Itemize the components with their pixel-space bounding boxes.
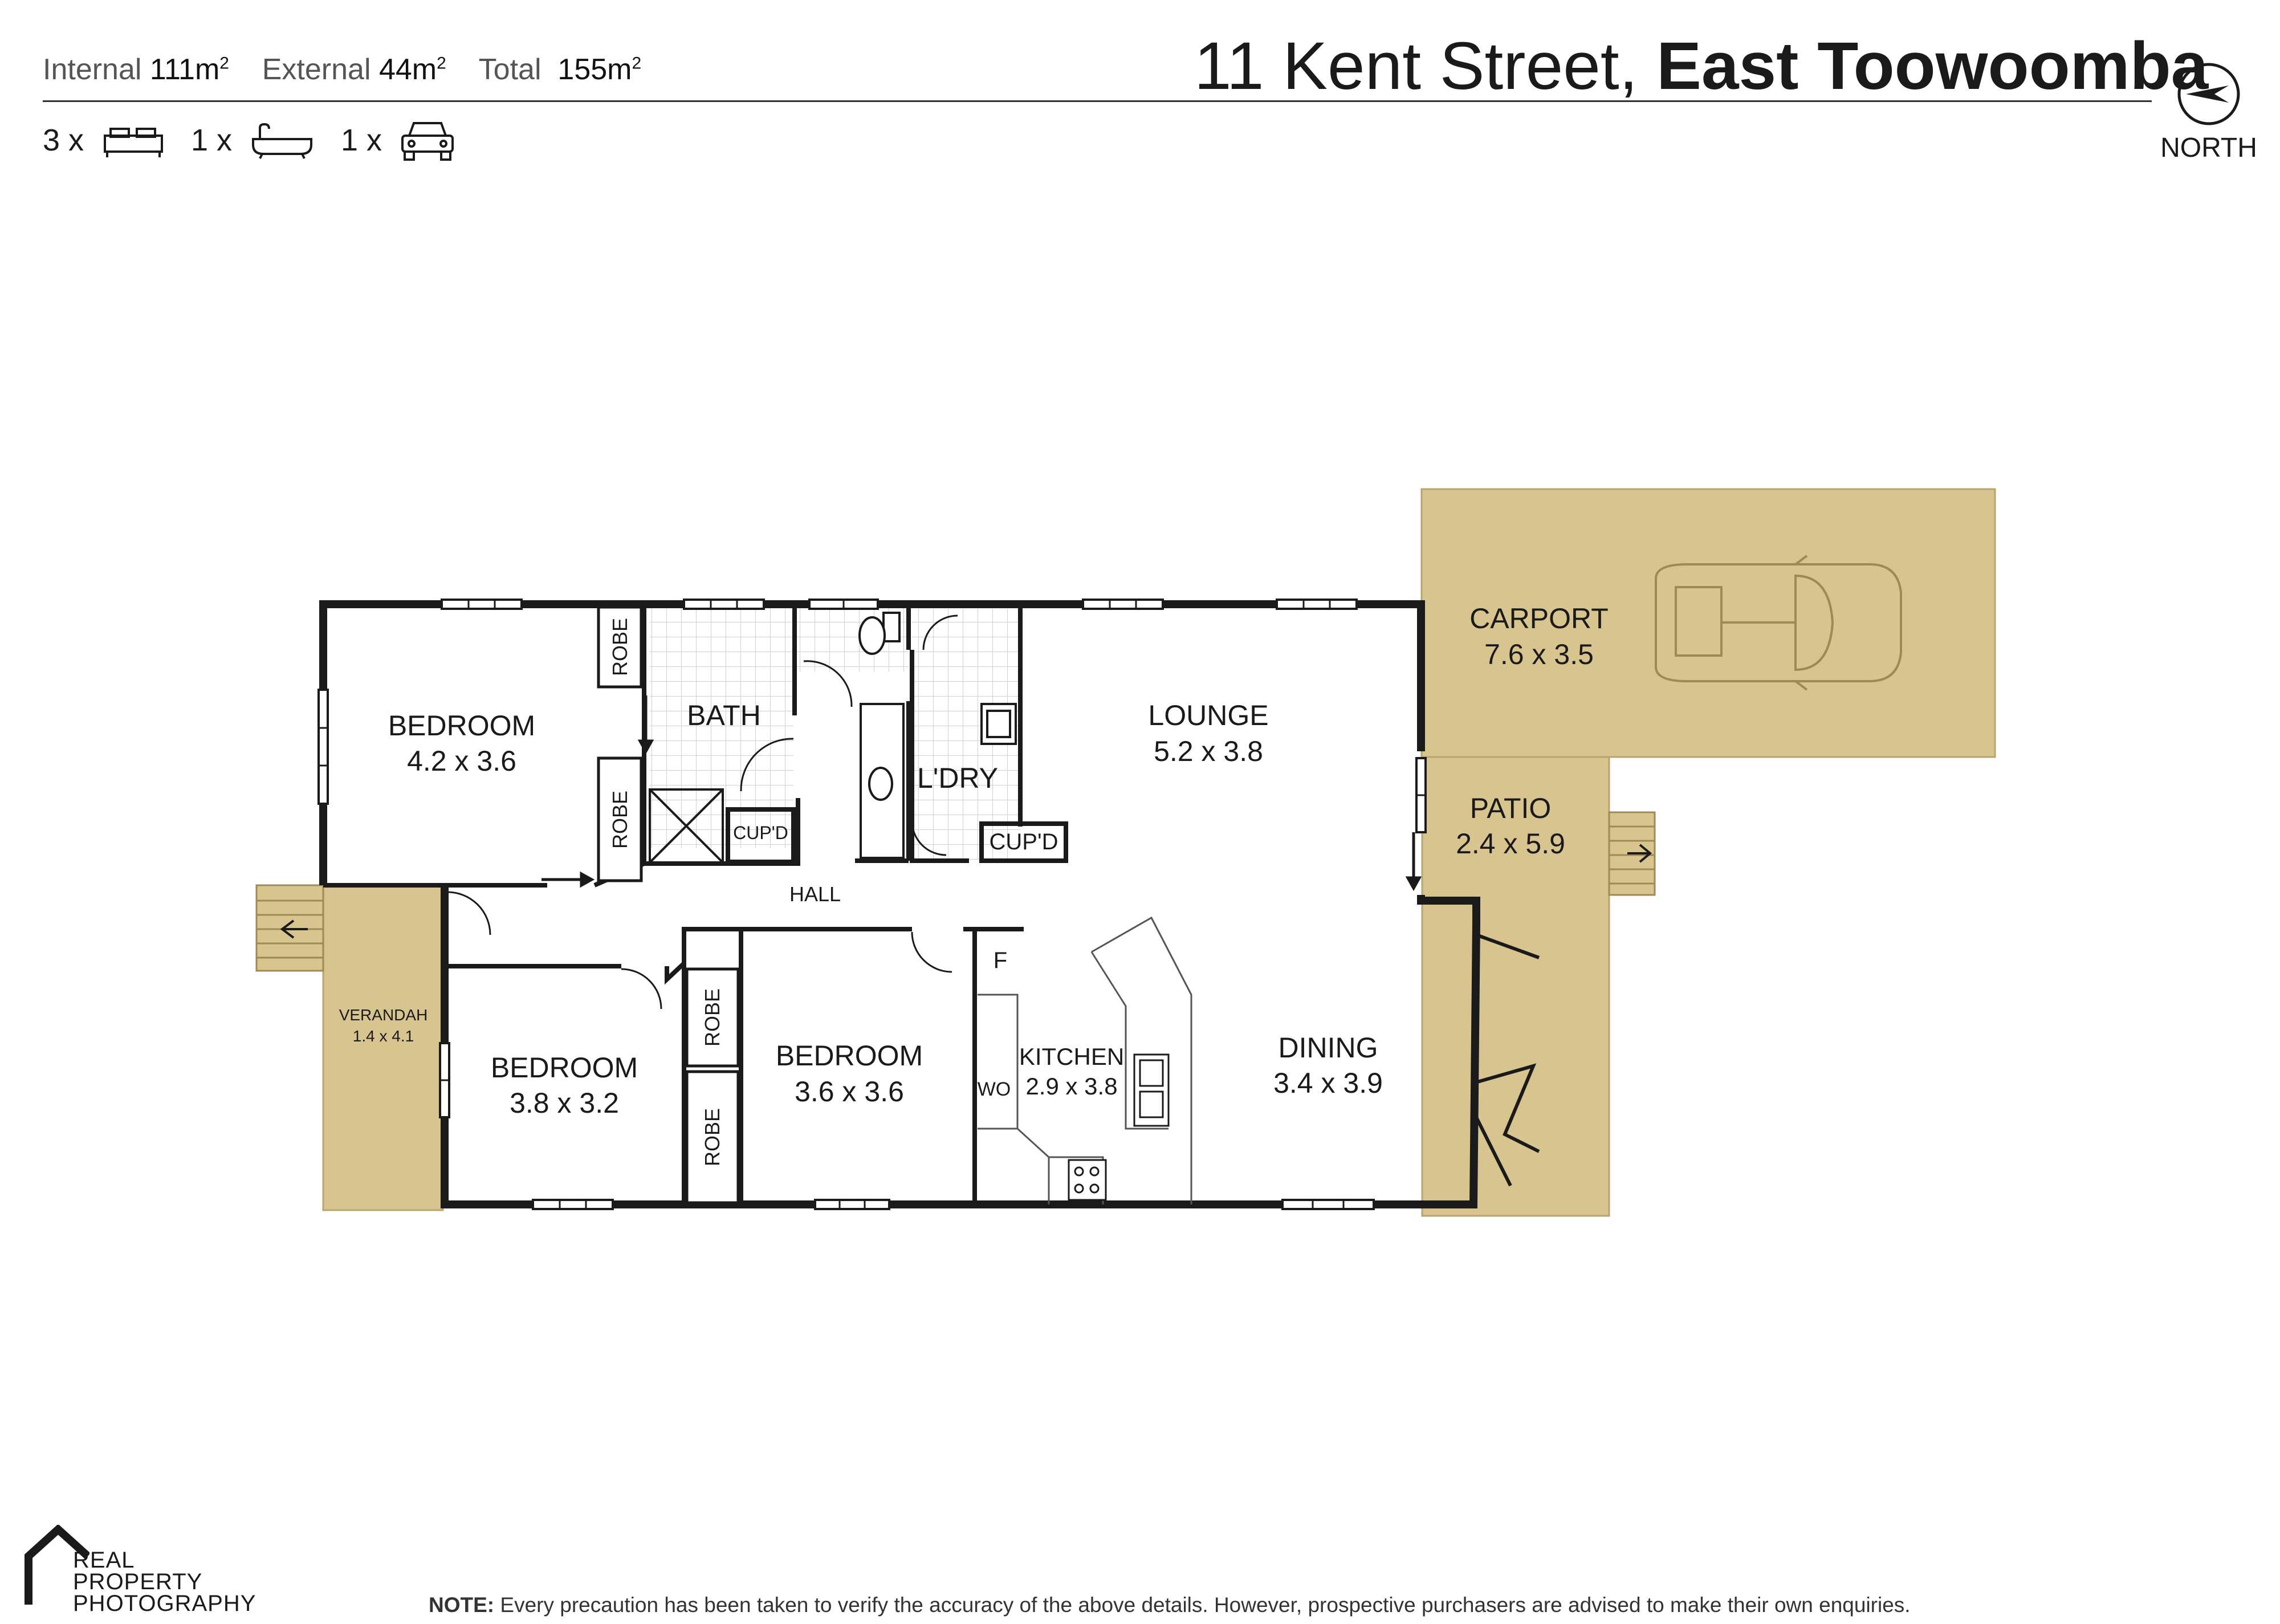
cupd-label-1: CUP'D [733,823,788,843]
kitchen-benches [978,916,1192,1204]
total-value: 155m2 [557,53,642,86]
wall-oven-label: WO [977,1078,1011,1100]
address-title: 11 Kent Street, East Toowoomba [1194,27,2208,105]
compass-icon [2177,63,2240,125]
shower [649,788,724,864]
robe-label-2: ROBE [608,790,632,849]
brand-line-3: PHOTOGRAPHY [73,1591,256,1616]
kitchen-dim: 2.9 x 3.8 [1025,1073,1118,1100]
hall-name: HALL [789,882,841,906]
disclaimer-label: NOTE: [429,1593,495,1617]
patio-dim: 2.4 x 5.9 [1456,828,1565,860]
robe-label-4: ROBE [701,1108,724,1167]
bedroom1-name: BEDROOM [388,710,536,742]
brand-line-1: REAL [73,1548,135,1573]
verandah-name: VERANDAH [339,1006,428,1024]
address-suburb: East Toowoomba [1656,29,2209,104]
external-value: 44m2 [378,53,446,86]
patio-area [1421,756,1610,1217]
patio-name: PATIO [1469,792,1552,824]
robe-label-3: ROBE [701,988,724,1047]
interior-walls [323,604,1068,1204]
disclaimer: NOTE: Every precaution has been taken to… [429,1593,1911,1617]
address-street: 11 Kent Street, [1194,29,1638,104]
header-rule [43,100,2152,102]
external-label: External [262,53,371,86]
brand-line-2: PROPERTY [73,1569,203,1594]
bath-count: 1 x [191,123,233,157]
lounge-dim: 5.2 x 3.8 [1154,735,1263,767]
kitchen-name: KITCHEN [1019,1043,1125,1070]
cupd-label-2: CUP'D [989,829,1058,854]
lounge-name: LOUNGE [1148,699,1269,731]
area-summary: Internal 111m2 External 44m2 Total 155m2 [43,52,641,87]
bath-name: BATH [687,699,761,731]
bifold-doors [1472,933,1540,1187]
disclaimer-text: Every precaution has been taken to verif… [500,1593,1911,1617]
bedroom2-name: BEDROOM [490,1052,638,1084]
doors [446,614,958,1010]
carport-area [1420,488,1996,758]
brand-house-icon [25,1525,89,1605]
carport-name: CARPORT [1469,603,1609,634]
feature-counts: 3 x [43,123,84,158]
total-label: Total [478,53,542,86]
cooktop [1068,1159,1107,1201]
bed-icon [104,128,163,157]
robe-label-1: ROBE [608,617,632,677]
fridge-label: F [993,948,1008,973]
dining-name: DINING [1278,1032,1378,1064]
dining-dim: 3.4 x 3.9 [1273,1067,1383,1099]
bedroom3-name: BEDROOM [775,1040,923,1072]
robes [597,605,740,1204]
car-icon [401,122,454,161]
window-mullions [319,600,1426,1209]
car-top-view-icon [1655,555,1902,691]
internal-label: Internal [43,53,142,86]
bath-icon [252,123,312,159]
compass-label: NORTH [2160,133,2257,163]
laundry-tub [980,703,1017,745]
verandah-dim: 1.4 x 4.1 [352,1027,414,1045]
brand-name: REAL PROPERTY PHOTOGRAPHY [73,1548,256,1616]
bedroom2-dim: 3.8 x 3.2 [510,1087,619,1119]
bed-count: 3 x [43,123,84,157]
vanity [860,703,905,859]
laundry-name: L'DRY [917,762,999,794]
entry-arrows [542,695,1422,892]
bedroom1-dim: 4.2 x 3.6 [407,745,516,777]
bedroom3-dim: 3.6 x 3.6 [795,1076,904,1108]
carport-dim: 7.6 x 3.5 [1484,638,1594,670]
car-count: 1 x [341,123,382,157]
toilet [858,612,901,655]
internal-value: 111m2 [149,53,229,86]
verandah-area [322,884,444,1211]
kitchen-sink [1133,1053,1170,1127]
